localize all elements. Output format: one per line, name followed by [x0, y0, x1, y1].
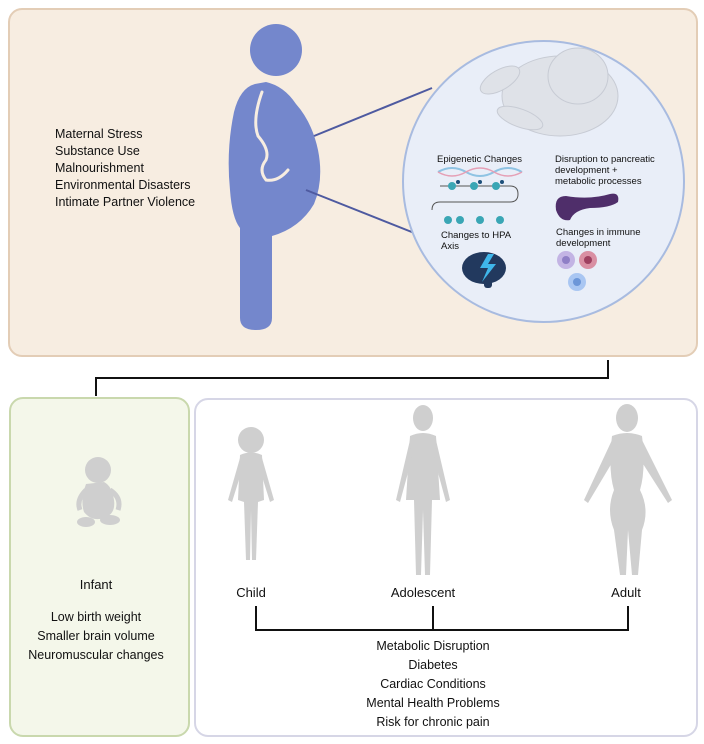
pancreas-label-line3: metabolic processes: [555, 176, 642, 187]
infant-panel: [9, 397, 190, 737]
hpa-label-line1: Changes to HPA: [441, 230, 512, 241]
immune-label-line2: development: [556, 238, 611, 249]
pancreas-label-line1: Disruption to pancreatic: [555, 154, 655, 165]
exposure-item: Maternal Stress: [55, 127, 143, 141]
later-outcome-item: Risk for chronic pain: [376, 715, 490, 729]
infant-outcome-item: Smaller brain volume: [37, 629, 155, 643]
exposure-item: Intimate Partner Violence: [55, 195, 196, 209]
exposure-list: Maternal Stress Substance Use Malnourish…: [55, 126, 195, 211]
immune-label-line1: Changes in immune: [556, 227, 641, 238]
later-outcome-item: Metabolic Disruption: [376, 639, 490, 653]
infant-outcomes: Low birth weight Smaller brain volume Ne…: [28, 608, 164, 665]
later-outcome-item: Diabetes: [408, 658, 458, 672]
adolescent-label: Adolescent: [390, 585, 456, 600]
infant-outcome-item: Low birth weight: [50, 610, 142, 624]
infant-label: Infant: [79, 577, 113, 592]
later-outcome-item: Cardiac Conditions: [380, 677, 486, 691]
infant-outcome-item: Neuromuscular changes: [28, 648, 164, 662]
later-outcome-item: Mental Health Problems: [366, 696, 500, 710]
pancreas-label-line2: development +: [555, 165, 618, 176]
exposure-item: Malnourishment: [55, 161, 144, 175]
child-label: Child: [236, 585, 266, 600]
exposure-item: Environmental Disasters: [55, 178, 191, 192]
epigenetic-label: Epigenetic Changes: [437, 154, 523, 165]
adult-label: Adult: [611, 585, 641, 600]
fetal-effects-circle: [402, 40, 685, 323]
later-outcomes: Metabolic Disruption Diabetes Cardiac Co…: [366, 637, 499, 732]
exposure-item: Substance Use: [55, 144, 140, 158]
hpa-label-line2: Axis: [441, 241, 459, 252]
